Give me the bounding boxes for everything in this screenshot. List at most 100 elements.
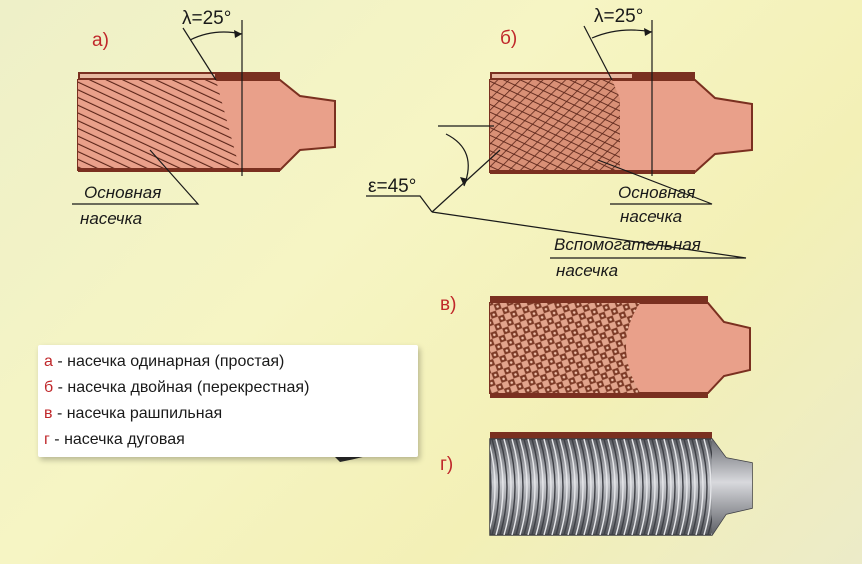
arc-cut-line xyxy=(507,439,516,535)
arc-cut-line xyxy=(503,439,512,535)
legend-key: г xyxy=(44,431,50,448)
arc-cut-line xyxy=(603,439,612,535)
panel-b-angle-label: λ=25° xyxy=(594,6,643,27)
panel-d-letter: г) xyxy=(440,454,453,475)
file-d-shank xyxy=(712,439,752,535)
arc-cut-line xyxy=(490,443,496,531)
arc-cut-line xyxy=(691,439,700,535)
arc-cut-line xyxy=(495,439,504,535)
file-a-label-leader xyxy=(72,149,200,205)
arc-cut-line xyxy=(563,439,572,535)
arc-cut-line xyxy=(667,439,676,535)
arc-cut-line xyxy=(663,439,672,535)
arc-cut-line xyxy=(527,439,536,535)
file-c-rasp-cut xyxy=(490,303,640,393)
file-b-edge-serrations xyxy=(492,74,632,78)
arc-cut-line xyxy=(707,439,712,535)
arc-cut-line xyxy=(607,439,616,535)
legend-key: б xyxy=(44,379,54,396)
arc-cut-line xyxy=(615,439,624,535)
file-c-top-edge xyxy=(490,296,708,303)
arc-cut-line xyxy=(651,439,660,535)
arc-cut-line xyxy=(490,463,492,511)
arc-cut-line xyxy=(611,439,620,535)
arc-cut-line xyxy=(543,439,552,535)
legend-text: - насечка одинарная (простая) xyxy=(52,353,285,370)
panel-b-aux-cut-label-1: Вспомогательная xyxy=(554,235,701,254)
file-a-angle-arc xyxy=(189,31,243,41)
arc-cut-line xyxy=(655,439,664,535)
arc-cut-line xyxy=(547,439,556,535)
file-c-bottom-edge xyxy=(490,393,708,398)
arc-cut-line xyxy=(579,439,588,535)
arc-cut-line xyxy=(639,439,648,535)
arc-cut-line xyxy=(555,439,564,535)
arc-cut-line xyxy=(683,439,692,535)
panel-b-aux-cut-label-2: насечка xyxy=(556,261,618,280)
arc-cut-line xyxy=(599,439,608,535)
arc-cut-line xyxy=(671,439,680,535)
arc-cut-line xyxy=(571,439,580,535)
panel-b-main-cut-label-1: Основная xyxy=(618,183,695,202)
arc-cut-line xyxy=(511,439,520,535)
file-b-angle-arc xyxy=(591,29,653,39)
arc-cut-line xyxy=(559,439,568,535)
panel-b-main-cut-label-2: насечка xyxy=(620,207,682,226)
panel-b-double-cut-file: б) λ=25° ε=45° Основная насечка Вспомога… xyxy=(366,6,753,280)
arc-cut-line xyxy=(699,439,708,535)
arc-cut-line xyxy=(703,439,712,535)
legend-item: г - насечка дуговая xyxy=(44,431,185,449)
panel-a-letter: а) xyxy=(92,30,109,51)
file-b-aux-leader xyxy=(431,211,747,259)
file-a-bottom-edge xyxy=(78,168,280,172)
arc-cut-line xyxy=(575,439,584,535)
panel-a-main-cut-label-1: Основная xyxy=(84,183,161,202)
arc-cut-line xyxy=(631,439,640,535)
file-a-main-cut xyxy=(78,80,240,170)
file-a-arrowhead xyxy=(234,30,242,38)
arc-cut-line xyxy=(567,439,576,535)
file-b-bottom-edge xyxy=(490,170,695,174)
file-b-cross-cut xyxy=(490,80,620,172)
arc-cut-line xyxy=(687,439,696,535)
file-d-arc-cut xyxy=(490,439,712,535)
epsilon-arc xyxy=(445,133,469,187)
arc-cut-line xyxy=(595,439,604,535)
arc-cut-line xyxy=(659,439,668,535)
arc-cut-line xyxy=(531,439,540,535)
legend-key: в xyxy=(44,405,53,422)
file-d-top-edge xyxy=(490,432,712,439)
panel-c-rasp-cut-file: в) xyxy=(440,294,751,398)
arc-cut-line xyxy=(499,439,508,535)
arc-cut-line xyxy=(627,439,636,535)
file-b-main-leader xyxy=(597,159,713,205)
legend-item: б - насечка двойная (перекрестная) xyxy=(44,379,309,397)
arc-cut-line xyxy=(535,439,544,535)
arc-cut-line xyxy=(679,439,688,535)
legend-item: а - насечка одинарная (простая) xyxy=(44,353,284,371)
panel-c-letter: в) xyxy=(440,294,456,315)
arc-cut-line xyxy=(591,439,600,535)
file-a-angle-leader xyxy=(182,27,217,81)
file-a-edge-serrations xyxy=(80,74,215,78)
arc-cut-line xyxy=(675,439,684,535)
panel-a-main-cut-label-2: насечка xyxy=(80,209,142,228)
panel-d-arc-cut-file: г) xyxy=(440,432,753,536)
arc-cut-line xyxy=(519,439,528,535)
arc-cut-line xyxy=(491,439,500,535)
arc-cut-line xyxy=(643,439,652,535)
arc-cut-line xyxy=(647,439,656,535)
file-b-angle-leader xyxy=(583,25,613,81)
arc-cut-line xyxy=(695,439,704,535)
arc-cut-line xyxy=(619,439,628,535)
epsilon-label-leader xyxy=(366,195,433,213)
panel-b-letter: б) xyxy=(500,28,517,49)
arc-cut-line xyxy=(583,439,592,535)
legend-key: а xyxy=(44,353,53,370)
panel-a-angle-label: λ=25° xyxy=(182,8,231,29)
legend-item: в - насечка рашпильная xyxy=(44,405,222,423)
arc-cut-line xyxy=(515,439,524,535)
arc-cut-line xyxy=(635,439,644,535)
arc-cut-line xyxy=(623,439,632,535)
